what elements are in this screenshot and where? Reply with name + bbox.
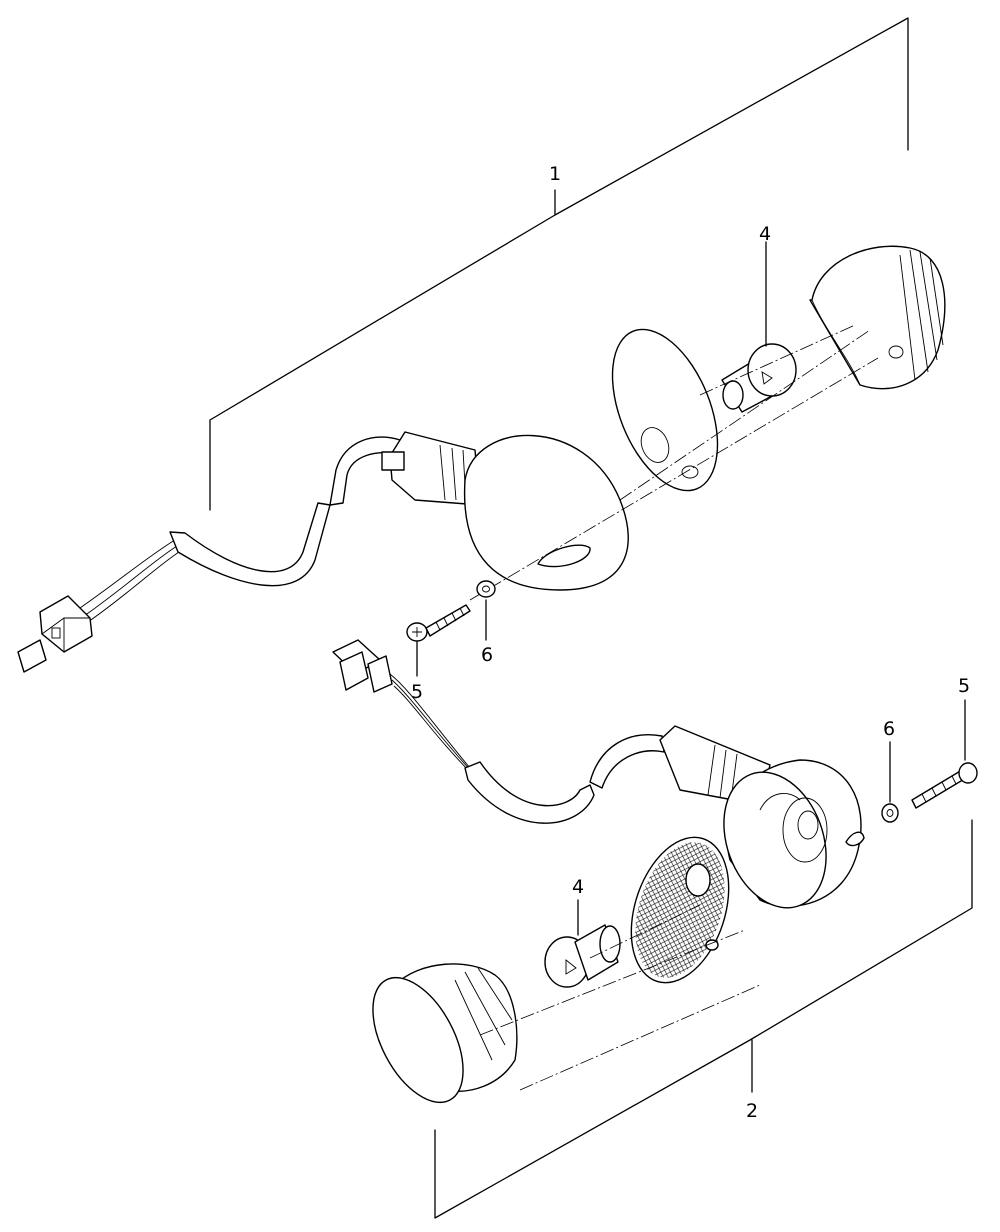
callout-1-label: 1 [549,163,561,185]
upper-mounting-screw [406,604,471,642]
callout-4-bottom-label: 4 [572,876,584,898]
assembly-1 [17,245,946,673]
lower-lamp-housing [723,759,865,909]
callout-2-label: 2 [746,1100,758,1122]
upper-connector-plug [17,595,93,673]
lower-connector-plug [332,639,393,693]
lower-bulb [544,924,621,988]
callout-5-top-label: 5 [411,681,423,703]
upper-lens-plate [611,328,719,492]
callout-5-bottom-label: 5 [958,675,970,697]
assembly-1-bracket [209,17,909,511]
lower-washer [881,803,899,823]
lower-reflector-grille [630,836,730,984]
lower-mounting-screw [911,762,978,809]
assembly-2 [332,639,865,1104]
lower-lens-cap [372,963,518,1104]
upper-bulb [721,343,797,413]
upper-wiring-harness [79,436,401,623]
callout-6-top-label: 6 [481,644,493,666]
upper-washer [476,580,496,598]
lower-wiring-harness [389,673,665,824]
upper-lens-cover [809,245,946,390]
callout-4-top-label: 4 [759,223,771,245]
assembly-2-bracket [434,819,973,1219]
upper-lamp-housing [463,434,629,591]
callout-6-bottom-label: 6 [883,718,895,740]
